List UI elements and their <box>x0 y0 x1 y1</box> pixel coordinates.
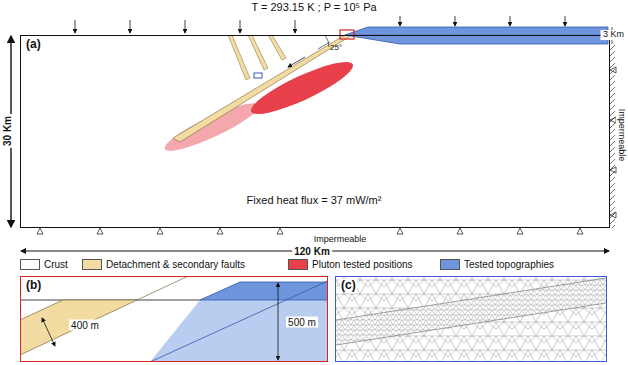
zoom-panel: (b) <box>20 276 328 362</box>
dimension-label: 500 m <box>286 317 318 328</box>
legend-swatch <box>288 259 308 270</box>
boundary-condition: Impermeable <box>314 235 367 245</box>
legend-text: Tested topographies <box>464 259 554 270</box>
panel-letter: (b) <box>25 279 42 292</box>
legend-text: Crust <box>44 259 68 270</box>
dimension-label: 30 Km <box>1 114 12 148</box>
mesh-panel: (c) <box>335 276 607 362</box>
boundary-condition: Fixed heat flux = 37 mW/m² <box>247 194 382 206</box>
dimension-label: 400 m <box>69 320 101 331</box>
dimension-label: 120 Km <box>292 246 332 257</box>
legend: Crust Detachment & secondary faults Pluton… <box>20 259 620 273</box>
legend-text: Detachment & secondary faults <box>106 259 245 270</box>
boundary-condition: Impermeable <box>616 107 626 164</box>
legend-swatch <box>82 259 102 270</box>
angle-label: 25° <box>330 44 342 53</box>
legend-swatch <box>440 259 460 270</box>
legend-item: Detachment & secondary faults <box>82 259 245 270</box>
legend-text: Pluton tested positions <box>312 259 413 270</box>
legend-item: Crust <box>20 259 68 270</box>
panel-letter: (c) <box>340 279 357 292</box>
legend-item: Pluton tested positions <box>288 259 413 270</box>
dimension-label: 3 Km <box>601 30 626 40</box>
boundary-condition: T = 293.15 K ; P = 10⁵ Pa <box>251 1 376 13</box>
panel-letter: (a) <box>25 38 42 51</box>
legend-swatch <box>20 259 40 270</box>
legend-item: Tested topographies <box>440 259 554 270</box>
